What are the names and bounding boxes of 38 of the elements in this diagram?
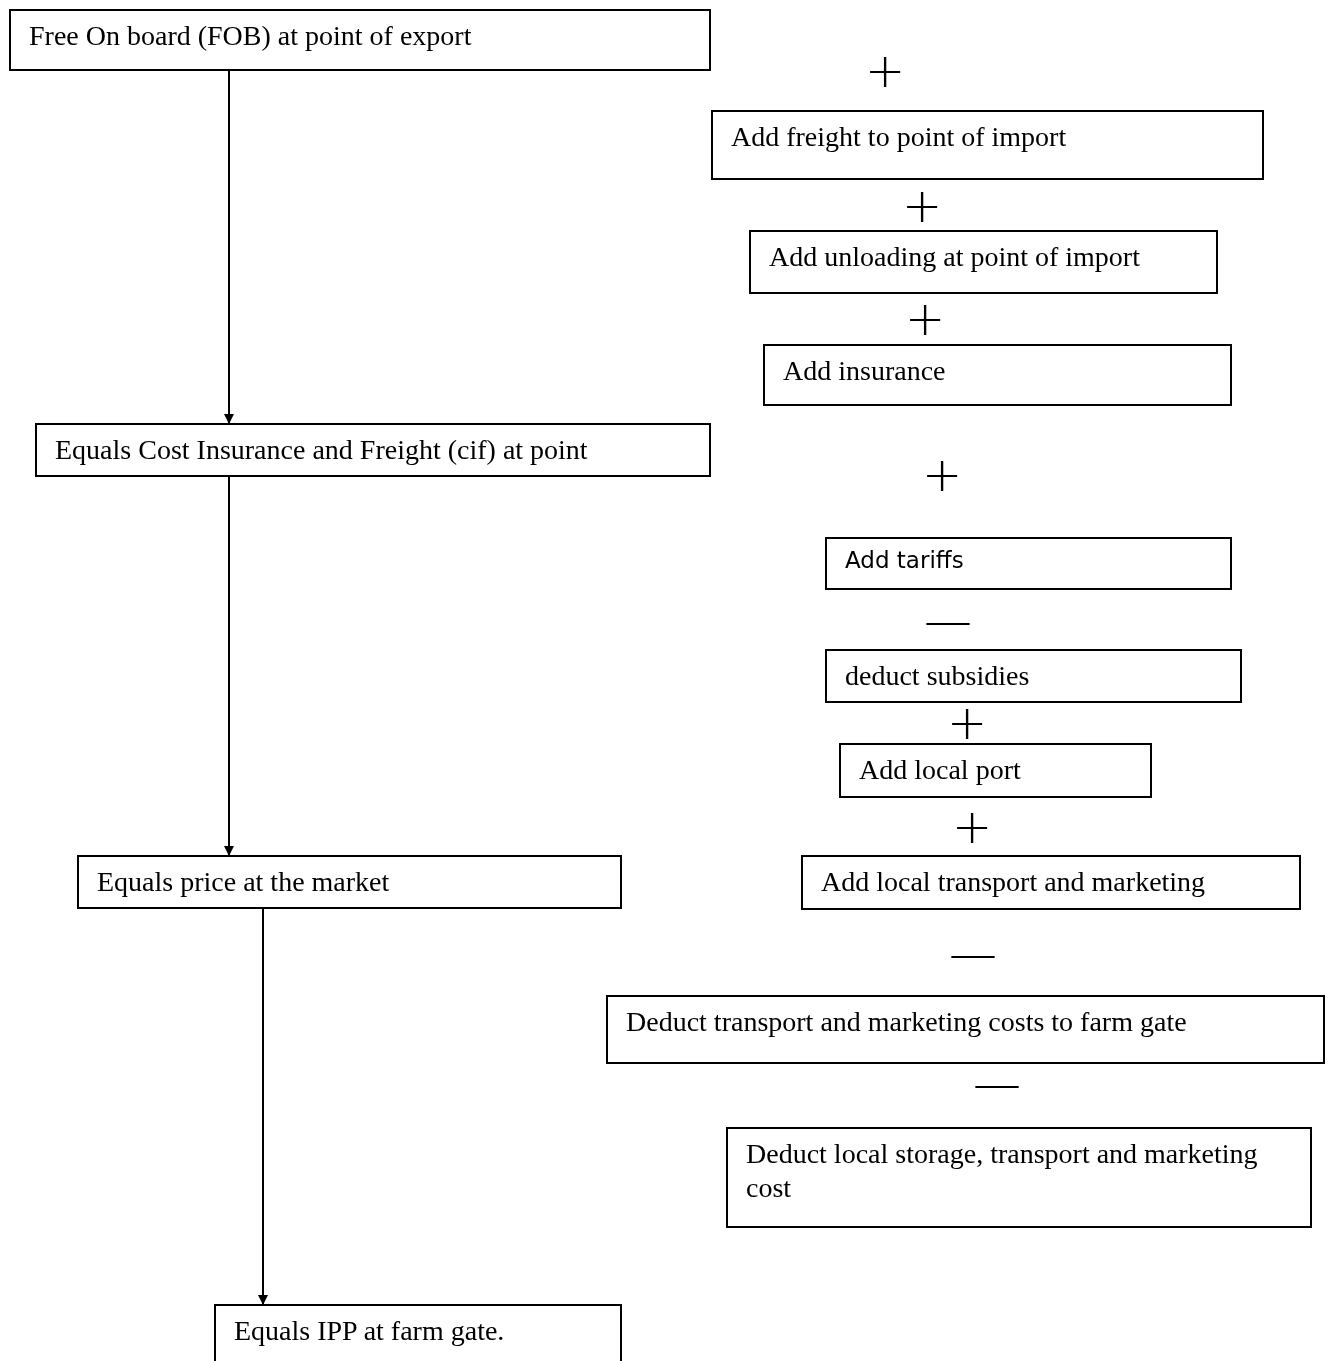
box-text: Add freight to point of import bbox=[731, 121, 1067, 152]
process-box bbox=[825, 649, 1242, 703]
box-text: Add tariffs bbox=[845, 547, 964, 573]
process-box bbox=[825, 537, 1232, 590]
operator-sign: — bbox=[973, 1059, 1021, 1107]
box-text: deduct subsidies bbox=[845, 660, 1030, 691]
process-box bbox=[77, 855, 622, 909]
arrow bbox=[224, 475, 234, 856]
operator-sign: + bbox=[864, 46, 906, 94]
box-text: Add local transport and marketing bbox=[821, 866, 1206, 897]
process-box bbox=[711, 110, 1264, 180]
process-box bbox=[726, 1127, 1312, 1228]
process-box bbox=[801, 855, 1301, 910]
operator-sign: + bbox=[951, 802, 993, 850]
box-text: Deduct local storage, transport and marketing cost bbox=[746, 1138, 1258, 1203]
operator-sign: + bbox=[901, 181, 943, 229]
box-text: Deduct transport and marketing costs to farm gate bbox=[626, 1006, 1187, 1037]
operator-sign: + bbox=[921, 450, 963, 498]
process-box bbox=[839, 743, 1152, 798]
box-text: Equals Cost Insurance and Freight (cif) at point bbox=[55, 434, 588, 465]
box-text: Equals IPP at farm gate. bbox=[234, 1315, 505, 1346]
process-box bbox=[606, 995, 1325, 1064]
process-box bbox=[749, 230, 1218, 294]
operator-sign: — bbox=[924, 596, 972, 644]
box-text: Add insurance bbox=[783, 355, 946, 386]
box-text: Add local port bbox=[859, 754, 1021, 785]
operator-sign: — bbox=[949, 929, 997, 977]
box-text: Free On board (FOB) at point of export bbox=[29, 20, 472, 51]
process-box bbox=[214, 1304, 622, 1361]
operator-sign: + bbox=[904, 294, 946, 342]
process-box bbox=[763, 344, 1232, 406]
process-box bbox=[9, 9, 711, 71]
arrow bbox=[224, 70, 234, 424]
arrow bbox=[258, 908, 268, 1305]
box-text: Add unloading at point of import bbox=[769, 241, 1140, 272]
operator-sign: + bbox=[946, 698, 988, 746]
process-box bbox=[35, 423, 711, 477]
box-text: Equals price at the market bbox=[97, 866, 390, 897]
